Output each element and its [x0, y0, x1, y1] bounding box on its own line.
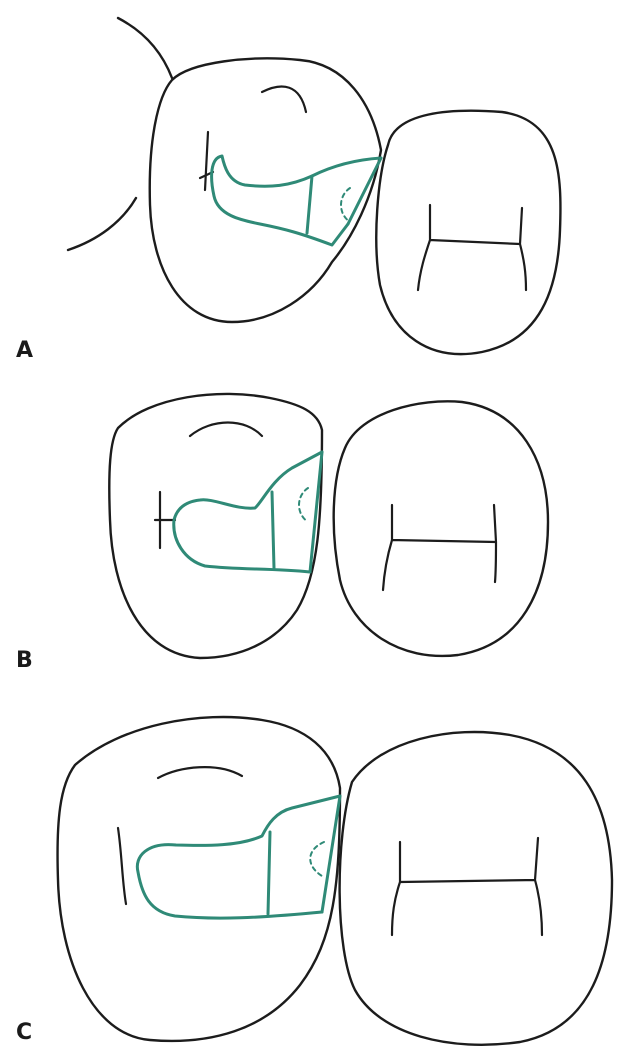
panel-label-a: A: [16, 340, 33, 362]
panel-label-c: C: [16, 1022, 32, 1044]
central-groove: [383, 505, 496, 590]
cusp-ridge-arc: [262, 87, 306, 112]
cavity-preparation-a: [212, 156, 381, 245]
prepared-tooth-outline: [109, 394, 322, 658]
proximal-contact-dashed: [310, 842, 324, 876]
proximal-contact-dashed: [341, 188, 350, 222]
adjacent-tooth-outline: [376, 111, 560, 354]
cusp-ridge-arc: [190, 423, 262, 437]
central-groove: [418, 205, 526, 290]
adjacent-tooth-outline: [340, 732, 612, 1045]
proximal-contact-dashed: [299, 488, 308, 522]
facial-groove: [155, 492, 175, 548]
cavity-preparation-b: [174, 452, 322, 572]
occlusal-outline: [212, 156, 381, 245]
cusp-ridge-arc: [158, 767, 242, 778]
adjacent-tooth-arc-lower: [68, 198, 136, 250]
occlusal-outline: [137, 796, 340, 918]
panel-a: [68, 18, 560, 354]
panel-b: [109, 394, 548, 658]
facial-groove: [118, 828, 126, 904]
adjacent-tooth-arc-upper: [118, 18, 172, 78]
prepared-tooth-outline: [58, 717, 340, 1041]
panel-label-b: B: [16, 650, 33, 672]
central-groove: [392, 838, 542, 935]
cavity-preparation-c: [137, 796, 340, 918]
panel-c: [58, 717, 612, 1045]
adjacent-tooth-outline: [334, 401, 548, 656]
